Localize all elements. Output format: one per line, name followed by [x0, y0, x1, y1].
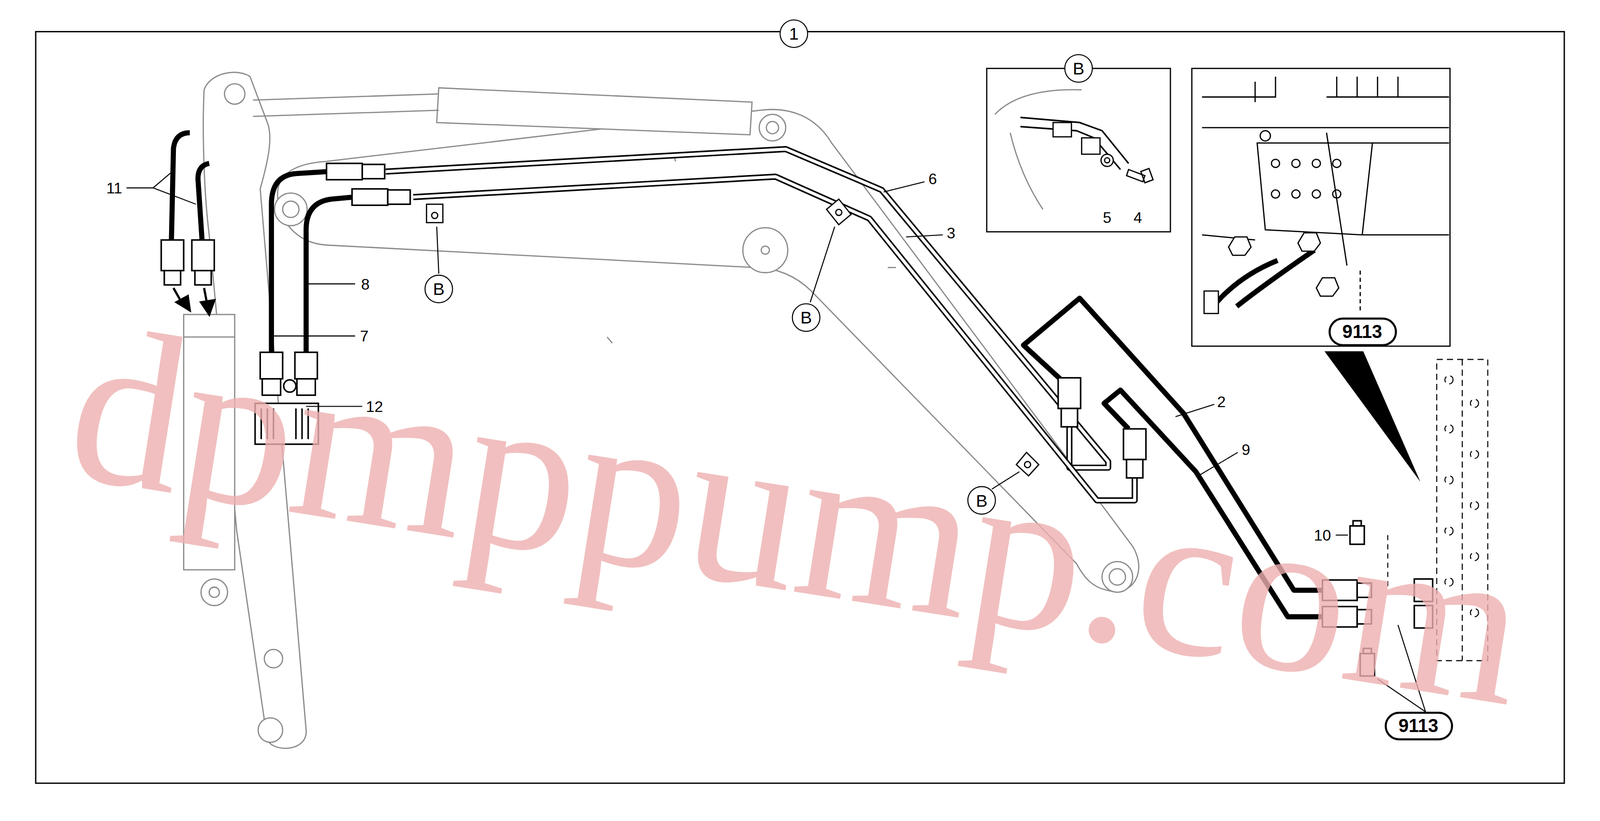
callout-number: 8: [360, 275, 370, 292]
callout-number: 6: [928, 171, 937, 187]
detail-inset: [1204, 290, 1219, 314]
detail-inset: [1359, 270, 1362, 312]
detail-inset: [1257, 143, 1373, 235]
hose-fitting: [352, 188, 389, 206]
callout-circle: B: [1064, 54, 1093, 83]
machine-outline: [282, 201, 300, 218]
machine-outline: [759, 114, 786, 142]
hose-fitting: [194, 270, 212, 286]
detail-inset: [1332, 158, 1341, 168]
leader-line: [906, 234, 943, 237]
hose-fitting: [387, 189, 410, 205]
machine-outline: [258, 717, 283, 743]
callout-number: 4: [1133, 209, 1143, 226]
detail-inset: [1271, 158, 1280, 168]
machine-outline: [742, 227, 788, 273]
detail-inset: [1100, 154, 1113, 167]
machine-outline: [224, 83, 246, 104]
callout-number: 2: [1217, 393, 1226, 409]
machine-outline: [436, 87, 752, 135]
callout-number: 3: [946, 225, 956, 241]
leader-line: [883, 181, 925, 192]
detail-pointer: [1324, 351, 1421, 482]
detail-inset: [1052, 122, 1072, 137]
callout-number: 10: [1313, 527, 1331, 543]
detail-inset: [1312, 189, 1321, 199]
callout-letter: B: [800, 308, 812, 327]
reference-number: 9113: [1342, 322, 1383, 341]
machine-outline: [766, 121, 779, 134]
machine-outline: [209, 586, 220, 597]
pipe-clamp: [835, 209, 842, 216]
detail-inset: [1228, 232, 1339, 297]
machine-outline: [274, 192, 308, 226]
detail-inset: [1271, 189, 1280, 199]
machine-outline: [253, 93, 439, 116]
reference-tag: 9113: [1327, 317, 1397, 346]
leader-line: [308, 283, 356, 285]
hose-fitting: [362, 164, 385, 179]
leader-line: [436, 226, 439, 274]
hose-fitting: [164, 270, 181, 286]
detail-inset: [1260, 130, 1271, 141]
hose-fitting: [1061, 408, 1078, 427]
detail-inset: [986, 68, 1451, 346]
callout-circle: B: [792, 302, 821, 332]
callout-letter: B: [1072, 59, 1085, 78]
callout-circle: B: [424, 274, 453, 303]
pipe-clamp: [431, 212, 438, 219]
detail-inset: [1291, 189, 1300, 199]
detail-inset: [994, 89, 1082, 210]
mounting-strip: [1444, 475, 1454, 484]
hose-fitting: [1058, 377, 1081, 408]
callout-letter: B: [432, 280, 445, 298]
detail-inset: [986, 68, 1171, 232]
mounting-strip: [1470, 449, 1479, 459]
leader-line: [810, 226, 836, 303]
callout-letter: 1: [789, 25, 799, 43]
hose-fitting: [326, 163, 363, 180]
callout-number: 7: [360, 328, 369, 344]
detail-inset: [1104, 157, 1110, 163]
detail-inset: [1312, 158, 1321, 168]
mounting-strip: [1470, 399, 1479, 408]
hose-fitting: [191, 239, 215, 271]
callout-number: 5: [1102, 209, 1112, 226]
callout-number: 9: [1241, 441, 1251, 457]
hydraulic-hose: [198, 163, 210, 240]
outer-frame: [35, 31, 1565, 783]
mounting-strip: [1444, 375, 1454, 384]
callout-number: 12: [365, 398, 383, 415]
detail-inset: [1209, 249, 1314, 312]
pipe-clamp: [826, 199, 851, 225]
detail-inset: [1201, 76, 1449, 128]
callout-number: 11: [106, 180, 123, 196]
detail-inset: [1081, 137, 1100, 155]
callout-circle: 1: [779, 19, 808, 48]
detail-inset: [1332, 189, 1341, 199]
pipe-clamp: [426, 203, 444, 223]
hose-fitting: [161, 239, 184, 271]
detail-inset: [1020, 117, 1129, 170]
machine-outline: [201, 578, 228, 606]
detail-inset: [1291, 158, 1300, 168]
machine-outline: [761, 245, 770, 255]
machine-outline: [264, 648, 283, 668]
mounting-strip: [1444, 424, 1454, 433]
detail-inset: [1191, 68, 1450, 346]
leader-line: [1175, 403, 1215, 417]
detail-inset: [1126, 168, 1154, 183]
leader-line: [126, 170, 197, 205]
hydraulic-hose: [171, 132, 190, 241]
